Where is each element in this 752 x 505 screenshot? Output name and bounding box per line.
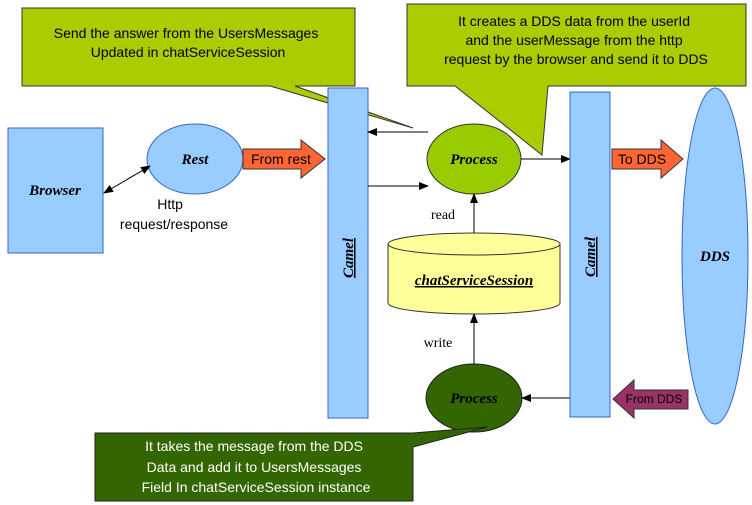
from-rest-label: From rest [251,151,311,167]
rest-label: Rest [181,152,210,168]
svg-text:Send the answer from the Users: Send the answer from the UsersMessages U… [54,25,322,60]
callout-top-left-line-1: Send the answer from the UsersMessages [54,25,319,41]
callout-top-right-line-2: and the userMessage from the http [465,32,682,48]
callout-bottom-line-2: Data and add it to UsersMessages [147,459,362,475]
browser-rest-connector [103,165,151,194]
callout-bottom: It takes the message from the DDS Data a… [94,426,488,502]
read-label: read [431,208,455,223]
camel-right-label: Camel [583,236,599,277]
process-top-label: Process [450,152,498,168]
browser-node: Browser [7,127,104,254]
camel-left-label: Camel [341,237,357,278]
from-dds-arrow: From DDS [612,378,689,420]
to-dds-arrow: To DDS [611,138,684,180]
rest-node: Rest [146,123,244,195]
callout-bottom-line-3: Field In chatServiceSession instance [142,479,371,495]
write-label: write [424,336,453,351]
callout-top-right-line-1: It creates a DDS data from the userId [458,13,690,29]
from-dds-label: From DDS [626,392,683,406]
camel-left-node: Camel [327,87,369,419]
http-label: Http request/response [120,196,228,232]
callout-top-left: Send the answer from the UsersMessages U… [21,7,414,129]
callout-top-right: It creates a DDS data from the userId an… [406,3,747,156]
session-datastore: chatServiceSession [387,232,561,315]
callout-top-left-line-2: Updated in chatServiceSession [91,44,286,60]
dds-label: DDS [699,249,730,265]
callout-top-right-line-3: request by the browser and send it to DD… [444,51,708,67]
callout-bottom-line-1: It takes the message from the DDS [145,438,363,454]
process-bottom-label: Process [450,391,498,407]
to-dds-label: To DDS [618,151,666,167]
browser-label: Browser [28,183,81,199]
session-label: chatServiceSession [415,273,533,289]
process-bottom-node: Process [425,363,523,433]
process-top-node: Process [426,123,522,195]
svg-text:It takes the message from the: It takes the message from the DDS Data a… [142,438,371,495]
from-rest-arrow: From rest [242,138,326,180]
dds-node: DDS [681,87,749,425]
camel-right-node: Camel [569,91,611,418]
svg-text:It creates a DDS data from the: It creates a DDS data from the userId an… [444,13,708,67]
